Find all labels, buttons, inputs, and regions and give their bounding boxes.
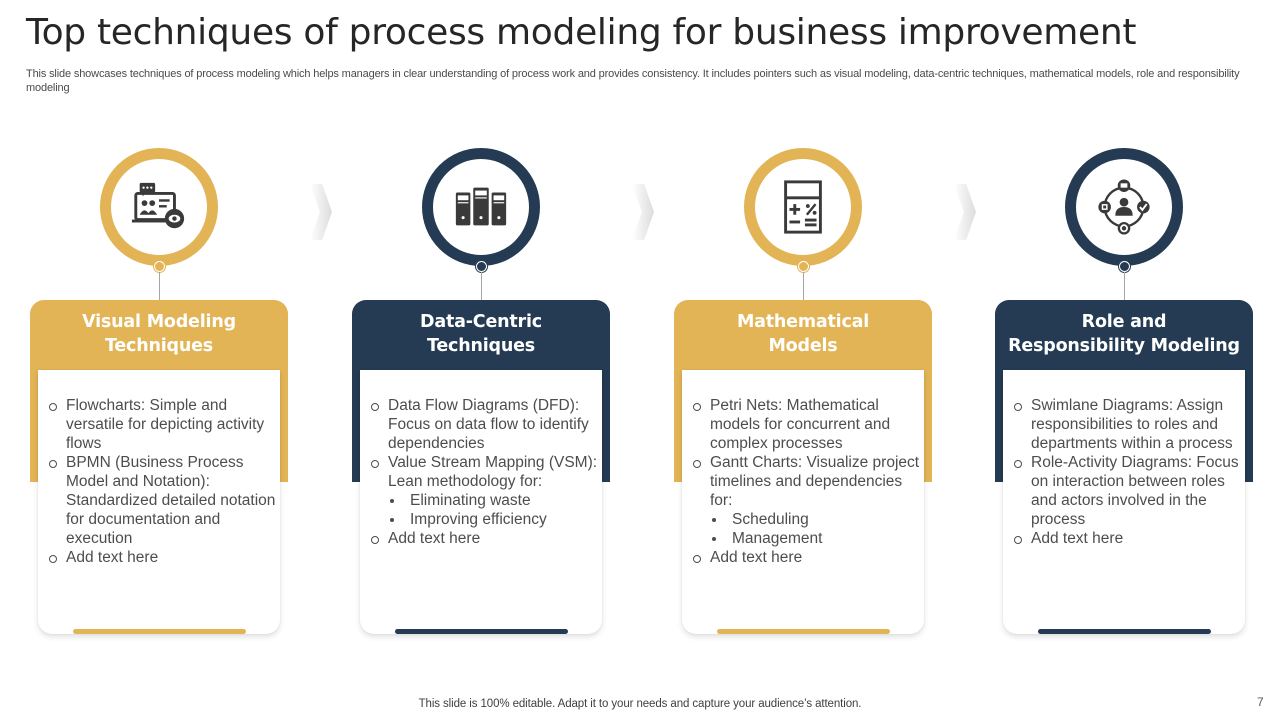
bullet-item: Add text here xyxy=(692,548,920,567)
bullet-item: Value Stream Mapping (VSM): Lean methodo… xyxy=(370,453,598,491)
role-network-icon xyxy=(1098,179,1150,235)
card-bottom-bar xyxy=(395,629,568,634)
bullet-item: Add text here xyxy=(48,548,276,567)
card-body xyxy=(360,370,602,634)
servers-icon xyxy=(455,187,507,226)
bullet-list: Flowcharts: Simple and versatile for dep… xyxy=(48,396,276,567)
card-body xyxy=(682,370,924,634)
card-bottom-bar xyxy=(717,629,890,634)
card-title: Visual Modeling Techniques xyxy=(82,312,236,356)
bullet-list: Data Flow Diagrams (DFD): Focus on data … xyxy=(370,396,598,548)
bullet-item: Swimlane Diagrams: Assign responsibiliti… xyxy=(1013,396,1241,453)
sub-bullet-item: Improving efficiency xyxy=(370,510,598,529)
chevron-right-icon xyxy=(632,184,654,240)
presentation-eye-icon xyxy=(131,182,185,229)
card-body xyxy=(38,370,280,634)
card-bottom-bar xyxy=(73,629,246,634)
card-body xyxy=(1003,370,1245,634)
ring-connector-dot xyxy=(1119,261,1130,272)
technique-column-mathematical-models: Mathematical Models Petri Nets: Mathemat… xyxy=(674,148,932,638)
ring-connector-dot xyxy=(154,261,165,272)
bullet-item: Gantt Charts: Visualize project timeline… xyxy=(692,453,920,510)
ring-connector-dot xyxy=(476,261,487,272)
bullet-item: Role-Activity Diagrams: Focus on interac… xyxy=(1013,453,1241,529)
bullet-item: Petri Nets: Mathematical models for conc… xyxy=(692,396,920,453)
card-bottom-bar xyxy=(1038,629,1211,634)
card-title: Role and Responsibility Modeling xyxy=(1008,312,1240,356)
technique-column-visual-modeling: Visual Modeling Techniques Flowcharts: S… xyxy=(30,148,288,638)
technique-column-role-responsibility: Role and Responsibility Modeling Swimlan… xyxy=(995,148,1253,638)
chevron-right-icon xyxy=(310,184,332,240)
bullet-item: Add text here xyxy=(1013,529,1241,548)
bullet-item: Flowcharts: Simple and versatile for dep… xyxy=(48,396,276,453)
connector-line xyxy=(481,272,482,300)
bullet-item: Add text here xyxy=(370,529,598,548)
ring-connector-dot xyxy=(798,261,809,272)
sub-bullet-item: Management xyxy=(692,529,920,548)
calculator-icon xyxy=(784,180,822,234)
slide-title: Top techniques of process modeling for b… xyxy=(26,12,1137,53)
sub-bullet-item: Eliminating waste xyxy=(370,491,598,510)
bullet-list: Petri Nets: Mathematical models for conc… xyxy=(692,396,920,567)
technique-column-data-centric: Data-Centric Techniques Data Flow Diagra… xyxy=(352,148,610,638)
bullet-list: Swimlane Diagrams: Assign responsibiliti… xyxy=(1013,396,1241,548)
slide-footer: This slide is 100% editable. Adapt it to… xyxy=(418,698,862,710)
sub-bullet-item: Scheduling xyxy=(692,510,920,529)
chevron-right-icon xyxy=(954,184,976,240)
card-title: Data-Centric Techniques xyxy=(420,312,542,356)
connector-line xyxy=(803,272,804,300)
bullet-item: Data Flow Diagrams (DFD): Focus on data … xyxy=(370,396,598,453)
bullet-item: BPMN (Business Process Model and Notatio… xyxy=(48,453,276,548)
icon-ring xyxy=(744,148,862,266)
icon-ring xyxy=(100,148,218,266)
connector-line xyxy=(1124,272,1125,300)
icon-ring xyxy=(1065,148,1183,266)
icon-ring xyxy=(422,148,540,266)
page-number: 7 xyxy=(1257,695,1264,709)
connector-line xyxy=(159,272,160,300)
slide-subtitle: This slide showcases techniques of proce… xyxy=(26,68,1240,94)
card-title: Mathematical Models xyxy=(736,312,870,356)
